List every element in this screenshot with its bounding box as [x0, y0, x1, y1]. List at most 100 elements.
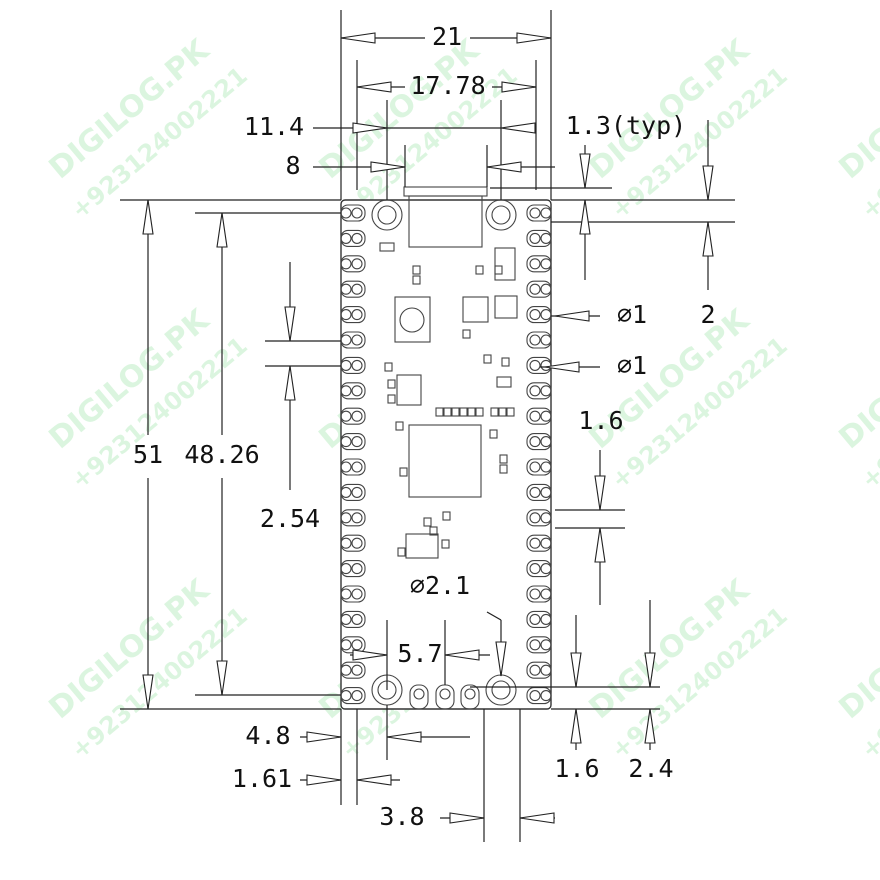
- smd-part: [489, 429, 498, 439]
- castellation-left: [340, 639, 352, 651]
- dimension-arrow: [340, 32, 376, 44]
- dim-hole-spacing: 11.4: [244, 112, 304, 141]
- dimension-arrow: [594, 527, 606, 563]
- watermark-brand: DIGILOG.PK: [833, 302, 880, 456]
- pin-hole-right: [529, 207, 541, 219]
- dimension-arrow: [570, 708, 582, 744]
- smd-part: [429, 526, 438, 536]
- dim-pad-length: 1.6: [578, 406, 623, 435]
- castellation-left: [340, 512, 352, 524]
- dimension-line: [486, 611, 502, 621]
- smd-part: [399, 467, 408, 477]
- castellation-right: [540, 232, 552, 244]
- pin-hole-left: [351, 537, 363, 549]
- debug-pad: [460, 684, 480, 710]
- dimension-arrow: [370, 161, 406, 173]
- pin-hole-left: [351, 232, 363, 244]
- castellation-left: [340, 309, 352, 321]
- dim-hole-offset-bottom: 2.4: [628, 754, 673, 783]
- inductor: [494, 295, 518, 319]
- castellation-left: [340, 664, 352, 676]
- mount-hole: [377, 205, 397, 225]
- pin-hole-left: [351, 690, 363, 702]
- dimension-arrow: [216, 212, 228, 248]
- castellation-left: [340, 385, 352, 397]
- smd-part: [490, 407, 499, 417]
- pin-hole-right: [529, 258, 541, 270]
- dim-debug-pad-span: 3.8: [379, 802, 424, 831]
- smd-part: [435, 407, 444, 417]
- castellation-right: [540, 385, 552, 397]
- pin-hole-right: [529, 410, 541, 422]
- watermark-brand: DIGILOG.PK: [833, 32, 880, 186]
- castellation-left: [340, 334, 352, 346]
- castellation-right: [540, 258, 552, 270]
- dimension-arrow: [142, 674, 154, 710]
- smd-part: [459, 407, 468, 417]
- dimension-arrow: [352, 122, 388, 134]
- pin-hole-left: [351, 309, 363, 321]
- pin-hole-left: [351, 486, 363, 498]
- pin-hole-right: [529, 309, 541, 321]
- castellation-right: [540, 588, 552, 600]
- pin-hole-left: [351, 359, 363, 371]
- crystal: [405, 533, 439, 559]
- pin-hole-right: [529, 232, 541, 244]
- dimension-arrow: [306, 731, 342, 743]
- dimension-labels: 21 17.78 11.4 8 1.3(typ) 2 ∅1 ∅1 1.6 51 …: [133, 22, 716, 831]
- castellation-right: [540, 461, 552, 473]
- pin-hole-right: [529, 537, 541, 549]
- pin-hole-right: [529, 664, 541, 676]
- dim-pin-span: 48.26: [184, 440, 259, 469]
- dimension-arrow: [501, 81, 537, 93]
- dimension-arrow: [495, 641, 507, 677]
- debug-pad-hole: [464, 688, 476, 700]
- pin-hole-left: [351, 436, 363, 448]
- usb-connector: [408, 195, 483, 248]
- dimension-arrow: [284, 306, 296, 342]
- smd-part: [475, 407, 484, 417]
- pin-hole-left: [351, 664, 363, 676]
- dimension-arrow: [579, 153, 591, 189]
- dim-hole-offset-top: 2: [700, 300, 715, 329]
- castellation-left: [340, 436, 352, 448]
- dim-width: 21: [432, 22, 462, 51]
- dimension-arrow: [444, 649, 480, 661]
- smd-part: [462, 329, 471, 339]
- castellation-left: [340, 232, 352, 244]
- pin-hole-left: [351, 207, 363, 219]
- castellation-right: [540, 563, 552, 575]
- pin-hole-right: [529, 588, 541, 600]
- dimension-arrow: [519, 812, 555, 824]
- dimension-arrow: [554, 310, 590, 322]
- dimension-arrow: [486, 161, 522, 173]
- dimension-arrow: [449, 812, 485, 824]
- board: [340, 186, 552, 710]
- rp2040-chip: [408, 424, 482, 498]
- dim-length: 51: [133, 440, 163, 469]
- debug-pad-hole: [413, 688, 425, 700]
- dim-pad-hole-1: ∅1: [617, 300, 647, 329]
- diode: [494, 247, 516, 281]
- smd-part: [443, 407, 452, 417]
- usb-connector-lip: [403, 186, 488, 197]
- pin-hole-right: [529, 563, 541, 575]
- dim-bottom-pad: 1.6: [554, 754, 599, 783]
- dim-usb-width: 8: [285, 151, 300, 180]
- pin-hole-right: [529, 385, 541, 397]
- dimension-arrow: [544, 361, 580, 373]
- pin-hole-left: [351, 588, 363, 600]
- dimension-arrow: [594, 475, 606, 511]
- pin-rows: [340, 204, 552, 705]
- castellation-right: [540, 207, 552, 219]
- smd-part: [499, 454, 508, 464]
- pin-hole-right: [529, 486, 541, 498]
- castellation-right: [540, 359, 552, 371]
- pin-hole-left: [351, 385, 363, 397]
- led: [379, 242, 395, 252]
- pin-hole-right: [529, 283, 541, 295]
- pin-hole-right: [529, 690, 541, 702]
- dimension-arrow: [356, 774, 392, 786]
